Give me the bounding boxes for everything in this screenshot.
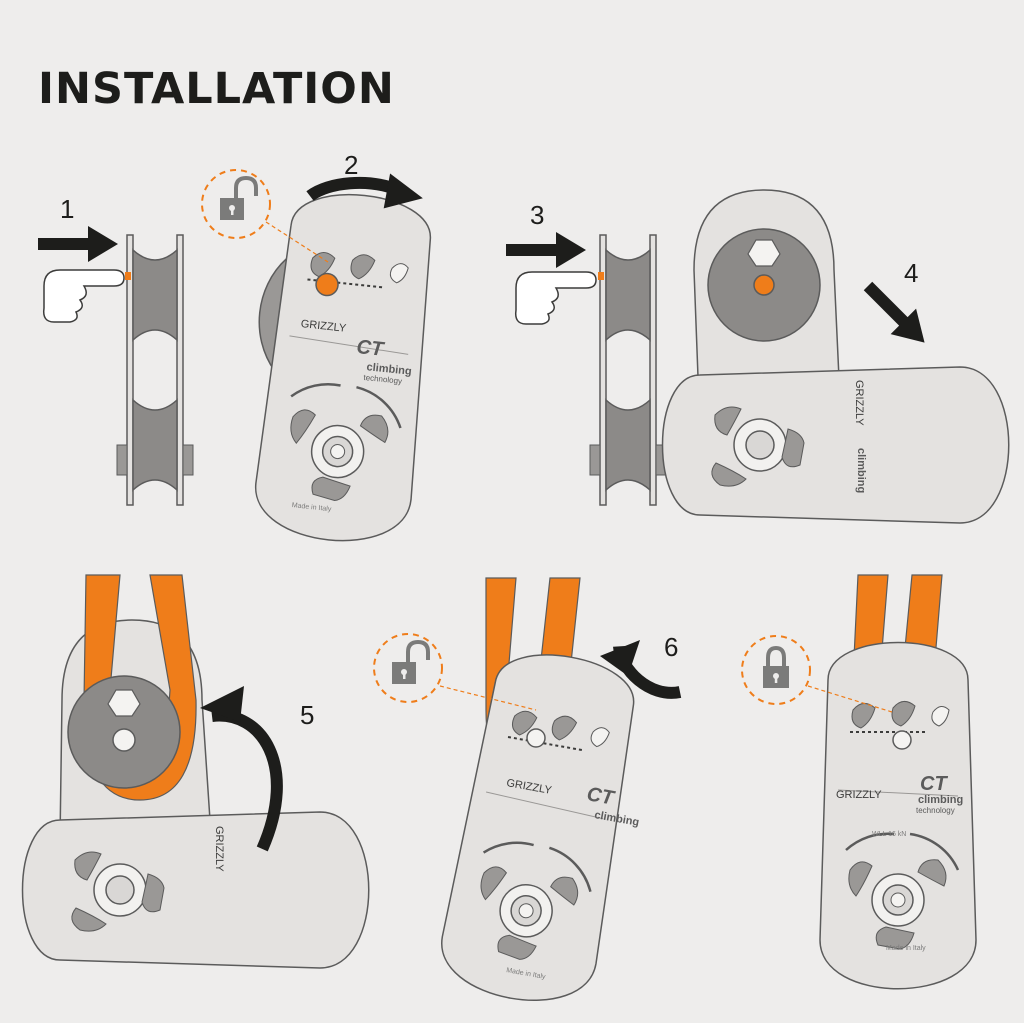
- step-number-1: 1: [60, 194, 75, 224]
- step-number-2: 2: [344, 150, 359, 180]
- final-brand-line2: technology: [916, 806, 955, 815]
- final-logo: CT: [920, 773, 948, 795]
- pointing-finger-icon: [514, 271, 597, 325]
- step2-model-label: GRIZZLY: [300, 318, 347, 335]
- step2-logo: CT: [356, 336, 387, 361]
- push-arrow-icon: [506, 232, 586, 268]
- pointing-finger-icon: [42, 269, 125, 323]
- step2-brand-line2: technology: [363, 373, 402, 386]
- page-title: INSTALLATION: [38, 64, 395, 114]
- push-arrow-icon: [38, 226, 118, 262]
- step3-pulley-side-view: [589, 234, 667, 506]
- step2-pulley-front: GRIZZLY CT climbing technology Made in I…: [249, 186, 444, 550]
- step-number-5: 5: [300, 700, 315, 730]
- step4-pulley-open: GRIZZLY climbing: [661, 189, 1010, 524]
- step-number-3: 3: [530, 200, 545, 230]
- step6-logo: CT: [585, 783, 617, 810]
- unlocked-padlock-icon: [200, 168, 272, 240]
- step4-brand-line1: climbing: [855, 448, 867, 493]
- step4-model-label: GRIZZLY: [853, 380, 865, 426]
- step2-origin-label: Made in Italy: [291, 502, 332, 513]
- locked-padlock-icon: [740, 634, 812, 706]
- final-pulley-locked: GRIZZLY CT climbing technology WLL 16 kN…: [818, 574, 978, 990]
- step2-brand-line1: climbing: [366, 361, 412, 378]
- final-model-label: GRIZZLY: [836, 789, 882, 801]
- step1-pulley-side-view: [116, 234, 194, 506]
- final-rating-label: WLL 16 kN: [872, 831, 906, 838]
- unlocked-padlock-icon: [372, 632, 444, 704]
- step-number-6: 6: [664, 632, 679, 662]
- final-brand-line1: climbing: [918, 794, 963, 806]
- rotate-arrow-icon: [855, 273, 938, 356]
- step-number-4: 4: [904, 258, 919, 288]
- step5-pulley-with-rope: GRIZZLY: [21, 574, 370, 969]
- final-origin-label: Made in Italy: [886, 945, 926, 952]
- step5-model-label: GRIZZLY: [213, 826, 225, 872]
- step6-pulley-closing: GRIZZLY CT climbing Made in Italy: [432, 577, 649, 1013]
